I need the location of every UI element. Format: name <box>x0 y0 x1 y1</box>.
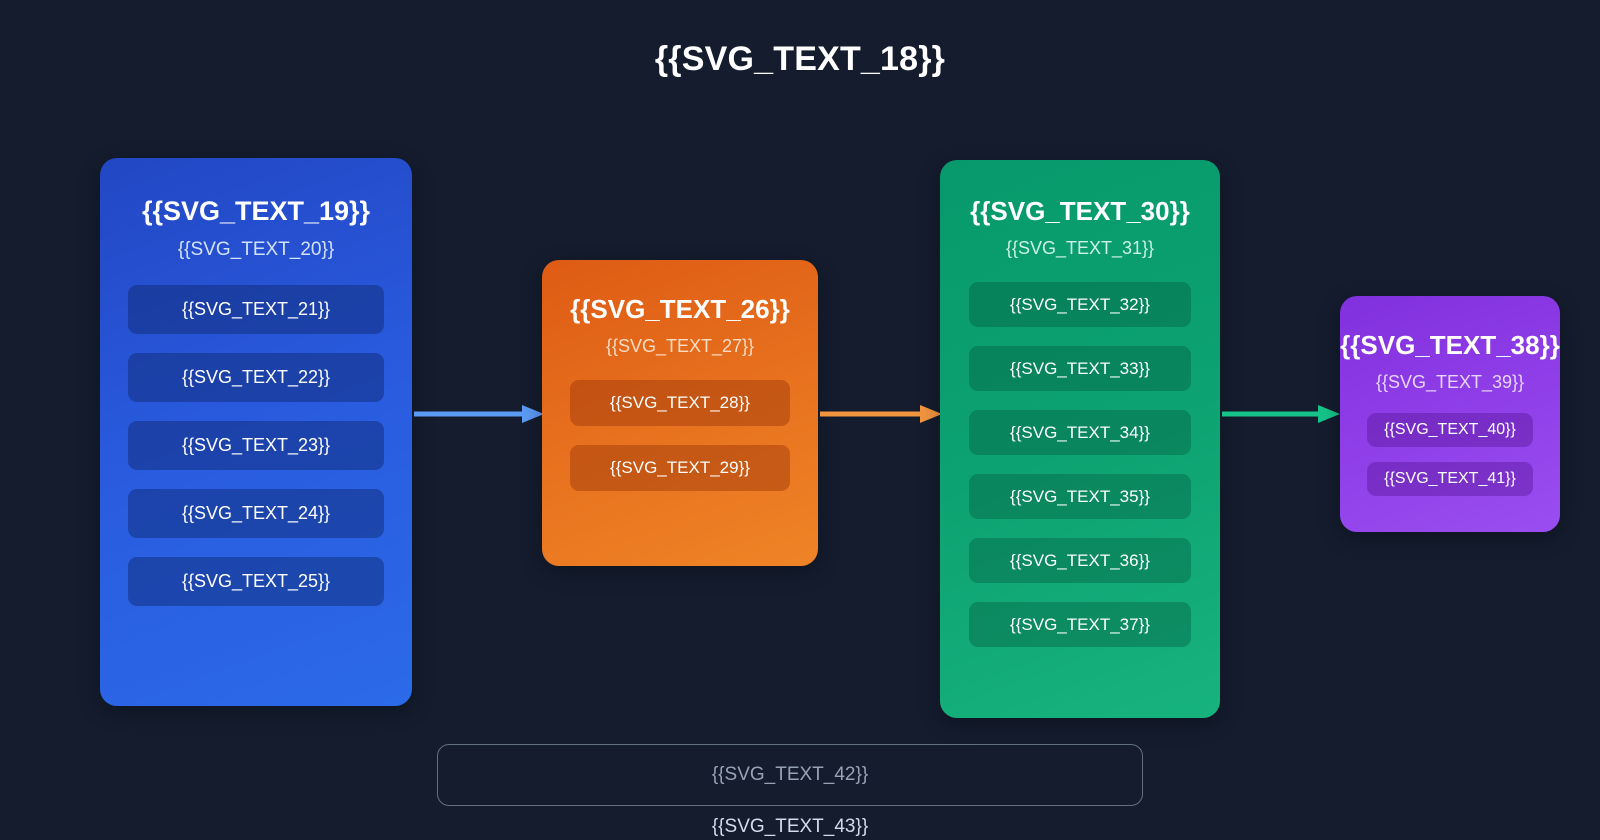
stage-item-list-processing: {{SVG_TEXT_28}} {{SVG_TEXT_29}} <box>542 380 818 491</box>
stage-subtitle-sources: {{SVG_TEXT_20}} <box>177 239 335 260</box>
stage-item-list-sources: {{SVG_TEXT_21}} {{SVG_TEXT_22}} {{SVG_TE… <box>100 285 412 606</box>
stage-item[interactable]: {{SVG_TEXT_34}} <box>969 410 1191 455</box>
stage-subtitle-processing: {{SVG_TEXT_27}} <box>605 336 755 356</box>
stage-item[interactable]: {{SVG_TEXT_21}} <box>128 285 384 334</box>
stage-item[interactable]: {{SVG_TEXT_36}} <box>969 538 1191 583</box>
stage-title-processing: {{SVG_TEXT_26}} <box>570 294 790 324</box>
diagram-title: {{SVG_TEXT_18}} <box>654 40 946 78</box>
stage-item[interactable]: {{SVG_TEXT_33}} <box>969 346 1191 391</box>
connector-arrow-sources-to-processing <box>414 403 544 425</box>
stage-item[interactable]: {{SVG_TEXT_25}} <box>128 557 384 606</box>
footer-note: {{SVG_TEXT_43}} <box>711 816 869 837</box>
stage-card-sources[interactable]: {{SVG_TEXT_19}} {{SVG_TEXT_20}} {{SVG_TE… <box>100 158 412 706</box>
stage-item[interactable]: {{SVG_TEXT_23}} <box>128 421 384 470</box>
stage-item[interactable]: {{SVG_TEXT_40}} <box>1367 413 1533 447</box>
stage-title-sources: {{SVG_TEXT_19}} <box>141 196 371 226</box>
stage-item-list-outputs: {{SVG_TEXT_32}} {{SVG_TEXT_33}} {{SVG_TE… <box>940 282 1220 647</box>
connector-arrow-processing-to-outputs <box>820 403 942 425</box>
stage-item[interactable]: {{SVG_TEXT_24}} <box>128 489 384 538</box>
stage-item[interactable]: {{SVG_TEXT_35}} <box>969 474 1191 519</box>
stage-item-list-delivery: {{SVG_TEXT_40}} {{SVG_TEXT_41}} <box>1340 413 1560 496</box>
stage-title-delivery: {{SVG_TEXT_38}} <box>1340 330 1560 360</box>
stage-item[interactable]: {{SVG_TEXT_22}} <box>128 353 384 402</box>
stage-card-outputs[interactable]: {{SVG_TEXT_30}} {{SVG_TEXT_31}} {{SVG_TE… <box>940 160 1220 718</box>
stage-item[interactable]: {{SVG_TEXT_29}} <box>570 445 790 491</box>
stage-subtitle-delivery: {{SVG_TEXT_39}} <box>1375 372 1525 392</box>
stage-item[interactable]: {{SVG_TEXT_37}} <box>969 602 1191 647</box>
stage-title-outputs: {{SVG_TEXT_30}} <box>970 196 1190 226</box>
stage-item[interactable]: {{SVG_TEXT_32}} <box>969 282 1191 327</box>
stage-card-processing[interactable]: {{SVG_TEXT_26}} {{SVG_TEXT_27}} {{SVG_TE… <box>542 260 818 566</box>
stage-item[interactable]: {{SVG_TEXT_28}} <box>570 380 790 426</box>
stage-subtitle-outputs: {{SVG_TEXT_31}} <box>1005 238 1155 258</box>
footer-box-label: {{SVG_TEXT_42}} <box>711 764 869 785</box>
connector-arrow-outputs-to-delivery <box>1222 403 1340 425</box>
stage-card-delivery[interactable]: {{SVG_TEXT_38}} {{SVG_TEXT_39}} {{SVG_TE… <box>1340 296 1560 532</box>
footer-box[interactable]: {{SVG_TEXT_42}} <box>437 744 1143 806</box>
stage-item[interactable]: {{SVG_TEXT_41}} <box>1367 462 1533 496</box>
